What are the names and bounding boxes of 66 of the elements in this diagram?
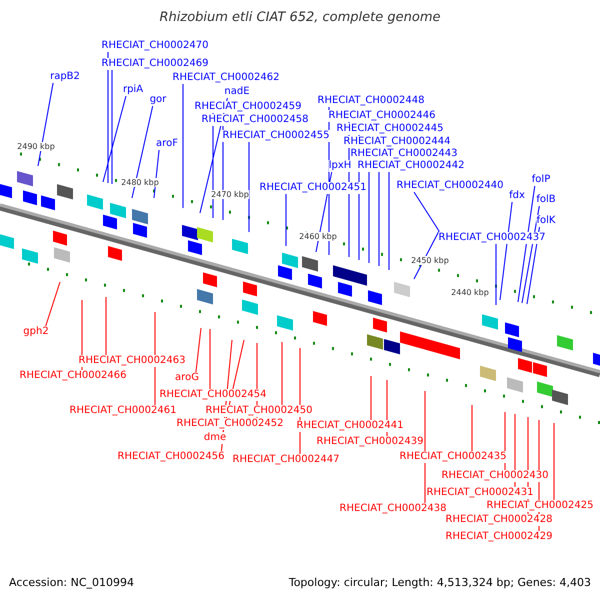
leader-line (102, 96, 126, 182)
gene-label: RHECIAT_CH0002444 (344, 136, 450, 148)
leader-line (248, 142, 250, 232)
gene-label: RHECIAT_CH0002435 (400, 451, 506, 463)
gene-label: RHECIAT_CH0002430 (442, 470, 548, 482)
leader-line (370, 376, 372, 420)
gene-label: folK (536, 215, 556, 227)
leader-line (132, 106, 154, 198)
gene-label: RHECIAT_CH0002443 (350, 148, 458, 160)
leader-line (182, 84, 184, 208)
leader-line (38, 82, 54, 166)
gene-label: RHECIAT_CH0002441 (296, 420, 404, 432)
gene-label: dme (204, 432, 226, 444)
gene-label: RHECIAT_CH0002448 (318, 95, 424, 107)
gene-label: folP (532, 174, 550, 186)
gene-label: gph2 (23, 326, 49, 338)
gene-label: RHECIAT_CH0002440 (396, 180, 504, 192)
gene-label: RHECIAT_CH0002462 (172, 72, 280, 84)
gene-label: RHECIAT_CH0002456 (118, 451, 224, 463)
leader-line (388, 172, 390, 270)
gene-label: RHECIAT_CH0002447 (232, 454, 340, 466)
gene-label: nadE (224, 86, 250, 98)
gene-label: rpiA (122, 84, 144, 96)
gene-label: RHECIAT_CH0002442 (358, 160, 464, 172)
gene-label: RHECIAT_CH0002451 (260, 182, 366, 194)
gene-label: RHECIAT_CH0002461 (70, 405, 176, 417)
position-label: 2450 kbp (411, 256, 449, 265)
gene-label: RHECIAT_CH0002437 (438, 232, 546, 244)
gene-label: folB (536, 194, 556, 206)
leader-line (522, 206, 540, 304)
leader-line (195, 328, 202, 372)
leader-line (414, 192, 440, 280)
position-label: 2480 kbp (121, 178, 159, 187)
accession-note: Accession: NC_010994 (9, 576, 134, 589)
gene-label: lpxH (328, 160, 352, 172)
gene-label: RHECIAT_CH0002459 (194, 101, 302, 113)
gene-label: RHECIAT_CH0002469 (102, 58, 208, 70)
gene-label: RHECIAT_CH0002463 (78, 355, 186, 367)
leader-line (424, 390, 426, 504)
gene-label: RHECIAT_CH0002439 (316, 436, 424, 448)
gene-label: RHECIAT_CH0002454 (160, 389, 266, 401)
leader-line (154, 312, 156, 406)
gene-label: RHECIAT_CH0002470 (102, 40, 208, 52)
gene-label: gor (150, 94, 166, 106)
gene-label: rapB2 (50, 71, 80, 83)
gene-label: RHECIAT_CH0002431 (426, 487, 534, 499)
gene-label: RHECIAT_CH0002428 (446, 514, 552, 526)
genome-stats-note: Topology: circular; Length: 4,513,324 bp; Genes: 4,403 (288, 576, 591, 589)
leader-line (500, 202, 513, 300)
gene-label: RHECIAT_CH0002455 (222, 130, 330, 142)
leader-line (518, 186, 536, 302)
map-title: Rhizobium etli CIAT 652, complete genome (158, 10, 442, 25)
gene-label: RHECIAT_CH0002450 (206, 405, 312, 417)
gene-label: RHECIAT_CH0002452 (176, 418, 284, 430)
gene-label: RHECIAT_CH0002466 (20, 370, 126, 382)
gene-label: RHECIAT_CH0002446 (328, 110, 436, 122)
position-label: 2470 kbp (211, 190, 249, 199)
leader-line (45, 282, 60, 326)
gene-label: RHECIAT_CH0002438 (340, 503, 446, 515)
position-label: 2440 kbp (451, 288, 489, 297)
gene-label: RHECIAT_CH0002429 (446, 531, 552, 543)
gene-label: RHECIAT_CH0002458 (202, 114, 308, 126)
gene-label: RHECIAT_CH0002425 (486, 500, 594, 512)
gene-label: RHECIAT_CH0002445 (336, 123, 444, 135)
position-label: 2460 kbp (299, 232, 337, 241)
position-label: 2490 kbp (17, 142, 55, 151)
